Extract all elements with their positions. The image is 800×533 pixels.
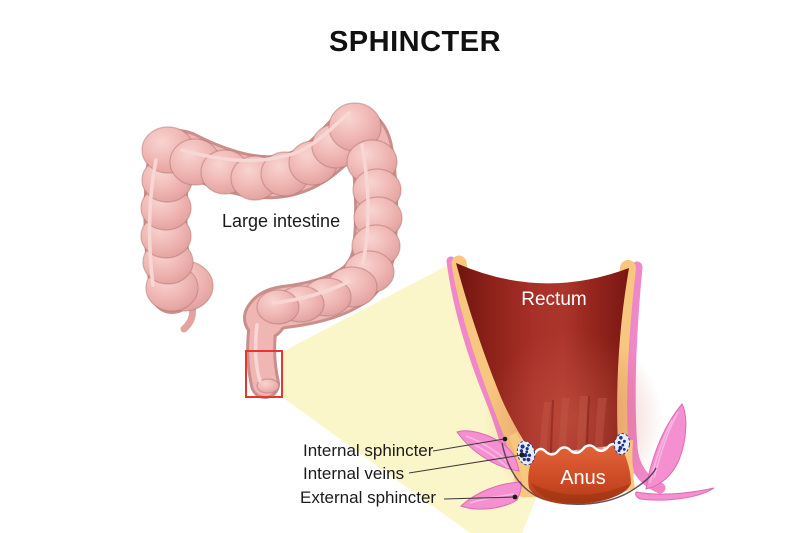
muscle-wing-left-lower [460, 481, 522, 510]
pectinate-line [531, 442, 622, 459]
anal-canal-shadow [531, 483, 630, 504]
rectum-label: Rectum [521, 289, 587, 310]
large-intestine [140, 102, 403, 399]
diagram-title: SPHINCTER [328, 26, 502, 58]
internal-sphincter-label: Internal sphincter [303, 441, 434, 460]
leader-dot-internal-sphincter [502, 436, 508, 442]
internal-veins-label: Internal veins [303, 464, 405, 483]
external-sphincter-label: External sphincter [300, 488, 437, 507]
leader-line-internal-sphincter [432, 438, 505, 452]
zoom-source-box [245, 350, 283, 398]
rectum-detail-view [408, 255, 715, 510]
leader-line-internal-veins [408, 454, 523, 474]
leader-lines [408, 438, 523, 500]
leader-dot-internal-veins [519, 452, 525, 458]
muscle-wing-right-strip [635, 487, 715, 501]
large-intestine-label: Large intestine [222, 211, 341, 231]
internal-veins-right [613, 433, 631, 455]
anal-columns [539, 395, 607, 455]
leader-dot-external-sphincter [512, 494, 518, 500]
internal-veins-left [516, 440, 536, 466]
external-sphincter-outline [501, 442, 657, 505]
anus-label: Anus [560, 467, 606, 489]
teniae-coli-highlights [147, 111, 370, 383]
leader-dots [502, 436, 525, 500]
anal-canal [528, 444, 631, 504]
leader-line-external-sphincter [443, 496, 516, 500]
